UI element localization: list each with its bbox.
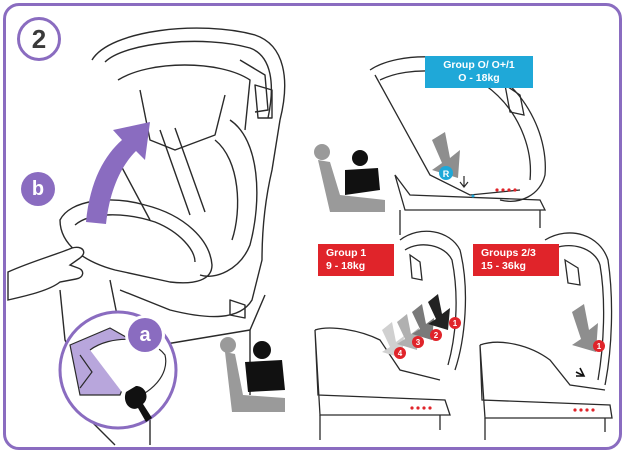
- recline-marker-group23: 1: [597, 342, 602, 351]
- group-1-weight: 9 - 18kg: [326, 260, 386, 273]
- group-0-tag: Group O/ O+/1 O - 18kg: [425, 56, 533, 88]
- group-0-weight: O - 18kg: [433, 72, 525, 85]
- label-a-badge: a: [128, 318, 162, 352]
- group-23-tag: Groups 2/3 15 - 36kg: [473, 244, 559, 276]
- label-a: a: [139, 324, 150, 347]
- recline-marker-3: 3: [416, 338, 421, 347]
- step-number: 2: [32, 24, 46, 55]
- label-b: b: [32, 178, 44, 201]
- recline-marker-2: 2: [434, 331, 439, 340]
- group-1-title: Group 1: [326, 247, 386, 260]
- child-in-seat-icon: [220, 337, 285, 412]
- group-23-weight: 15 - 36kg: [481, 260, 551, 273]
- step-number-badge: 2: [17, 17, 61, 61]
- group-1-tag: Group 1 9 - 18kg: [318, 244, 394, 276]
- hand-icon: [8, 247, 84, 300]
- down-arrow-icon: [382, 294, 450, 358]
- group-23-title: Groups 2/3: [481, 247, 551, 260]
- group-0-title: Group O/ O+/1: [433, 59, 525, 72]
- child-in-seat-icon: [314, 144, 385, 212]
- up-arrow-icon: [86, 122, 150, 224]
- recline-marker-r-label: R: [443, 169, 450, 179]
- label-b-badge: b: [21, 172, 55, 206]
- recline-marker-4: 4: [398, 349, 403, 358]
- recline-marker-1: 1: [453, 319, 458, 328]
